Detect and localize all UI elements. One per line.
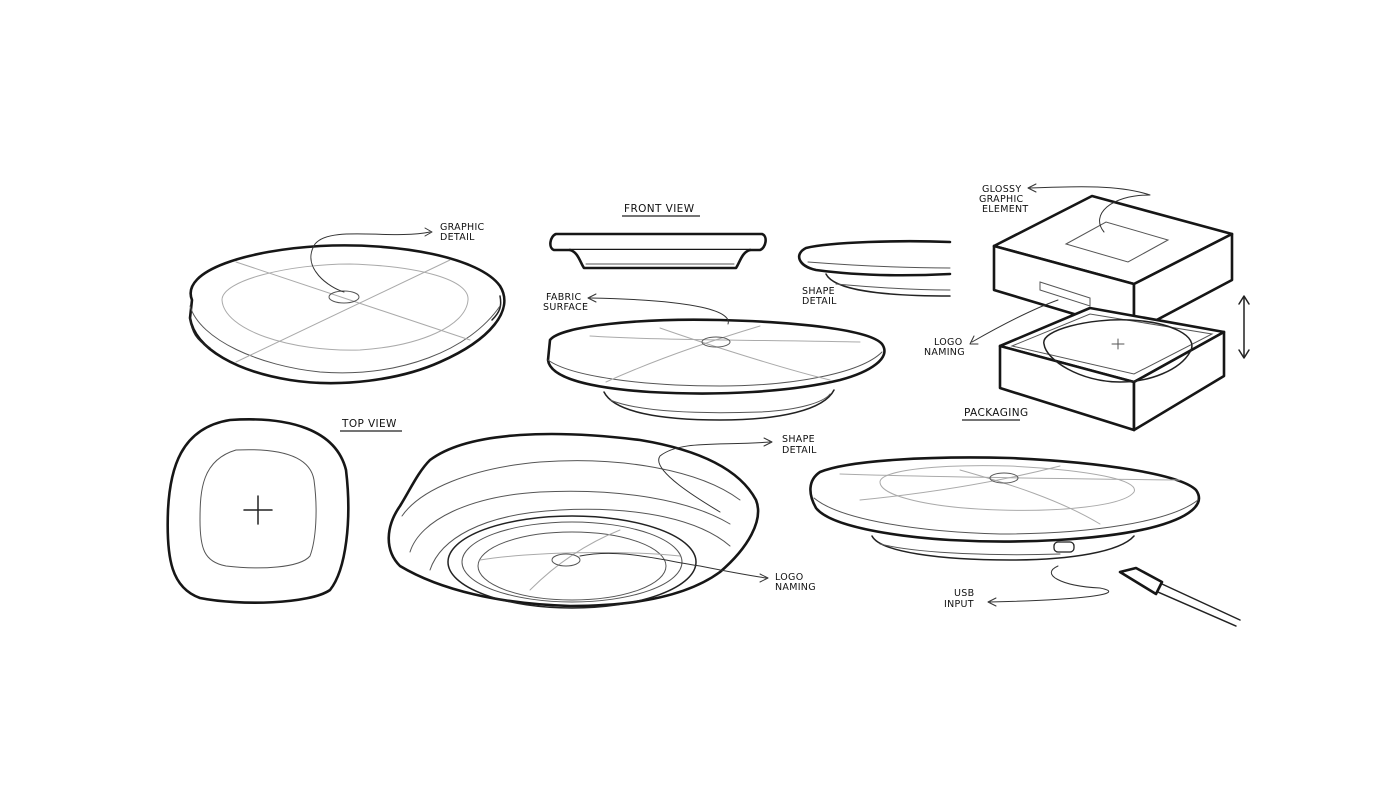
callout-glossy-line1: GLOSSY	[982, 184, 1021, 195]
pad-fabric-surface	[546, 293, 886, 421]
front-view-title: FRONT VIEW	[624, 203, 695, 215]
pad-top-view	[166, 418, 350, 604]
callout-logo-naming-bottom-line2: NAMING	[775, 582, 816, 593]
callout-graphic-detail-line1: GRAPHIC	[440, 222, 485, 233]
callout-fabric-surface-line1: FABRIC	[546, 292, 582, 303]
packaging-title: PACKAGING	[964, 407, 1029, 419]
packaging-box	[969, 183, 1250, 432]
callout-glossy-line3: ELEMENT	[982, 204, 1029, 215]
callout-shape-detail-bottom-line1: SHAPE	[782, 434, 815, 445]
callout-usb-input-line2: INPUT	[944, 599, 974, 610]
pad-front-view	[549, 232, 767, 270]
usb-cable	[1118, 566, 1241, 627]
callout-glossy-line2: GRAPHIC	[979, 194, 1024, 205]
callout-fabric-surface-line2: SURFACE	[543, 302, 588, 313]
pad-bottom-view	[387, 432, 773, 609]
pad-shape-detail-side	[797, 239, 952, 297]
callout-logo-naming-box-line2: NAMING	[924, 347, 965, 358]
callout-logo-naming-box-line1: LOGO	[934, 337, 962, 348]
callout-usb-input-line1: USB	[954, 588, 974, 599]
pad-perspective-top-left	[188, 227, 506, 385]
pad-usb-perspective	[809, 456, 1241, 627]
callout-shape-detail-small-line1: SHAPE	[802, 286, 835, 297]
callout-shape-detail-small-line2: DETAIL	[802, 296, 837, 307]
callout-graphic-detail-line2: DETAIL	[440, 232, 475, 243]
callout-logo-naming-bottom-line1: LOGO	[775, 572, 803, 583]
callout-shape-detail-bottom-line2: DETAIL	[782, 445, 817, 456]
top-view-title: TOP VIEW	[341, 418, 397, 430]
